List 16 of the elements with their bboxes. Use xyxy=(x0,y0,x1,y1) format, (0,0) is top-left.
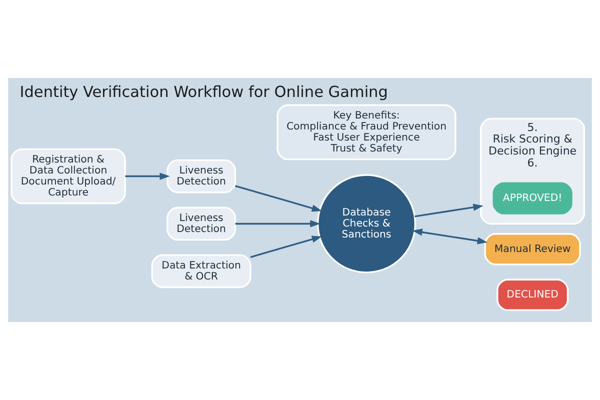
node-box: Key Benefits: Compliance & Fraud Prevention Fast User Experience Trust & Safety xyxy=(276,104,456,160)
arrow xyxy=(235,220,320,228)
diagram-title: Identity Verification Workflow for Online Gaming xyxy=(20,82,388,101)
arrow xyxy=(412,228,488,244)
node-box: Data Extraction & OCR xyxy=(151,254,252,288)
arrow xyxy=(250,236,322,258)
node-box: APPROVED! xyxy=(492,182,572,214)
node-box: Registration & Data Collection Document Upload/ Capture xyxy=(10,148,126,204)
arrow xyxy=(414,204,484,218)
arrow xyxy=(125,172,170,180)
node-box: Manual Review xyxy=(484,233,581,266)
arrow xyxy=(235,185,322,212)
node-box: DECLINED xyxy=(496,278,569,311)
node-box: Liveness Detection xyxy=(166,159,236,194)
node-box: Liveness Detection xyxy=(166,206,236,241)
node-circle: Database Checks & Sanctions xyxy=(316,174,416,274)
